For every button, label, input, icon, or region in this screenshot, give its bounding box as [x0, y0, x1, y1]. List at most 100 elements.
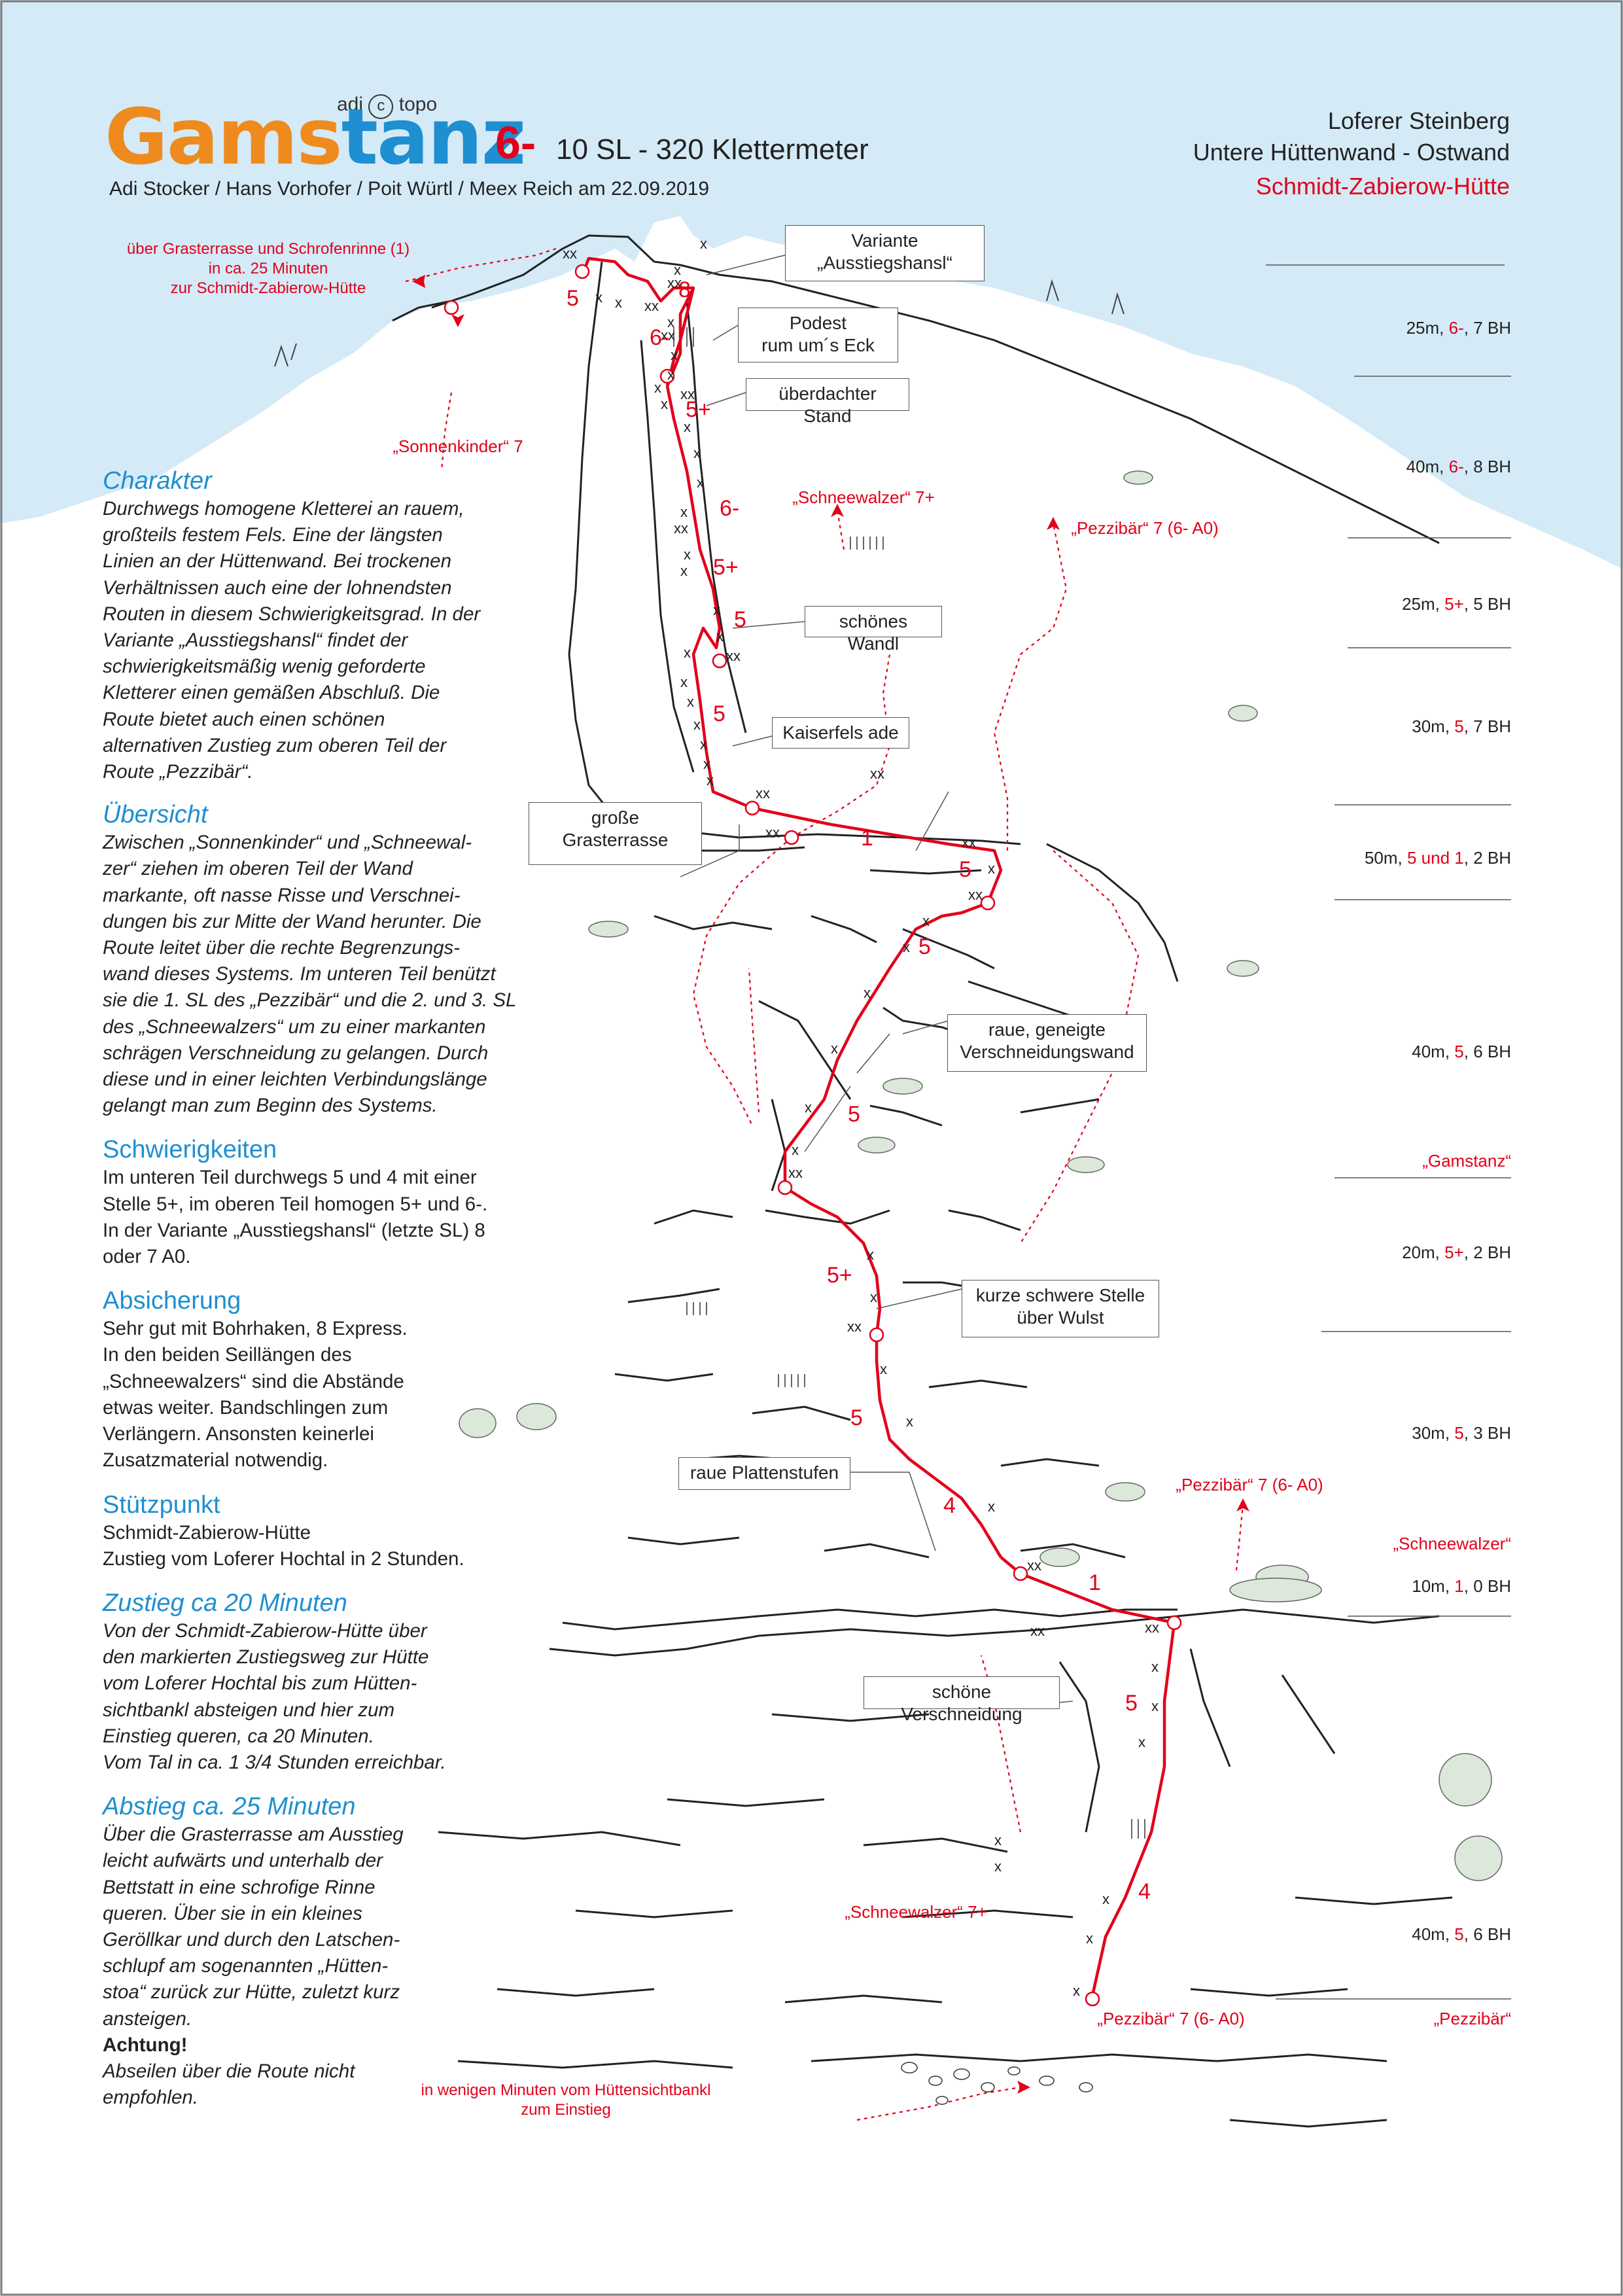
pitch-bolts: , 5 BH [1463, 594, 1511, 614]
pitch-length: 40m, [1406, 457, 1449, 476]
svg-text:x: x [661, 396, 668, 412]
first-ascent: Adi Stocker / Hans Vorhofer / Poit Würtl… [109, 178, 710, 200]
pitch-summary: 10 SL - 320 Klettermeter [556, 133, 869, 166]
area-name: Loferer Steinberg [1327, 107, 1510, 134]
svg-text:x: x [684, 419, 691, 435]
svg-text:x: x [680, 504, 688, 520]
callout-variante: Variante„Ausstiegshansl“ [785, 225, 985, 281]
svg-text:xx: xx [788, 1165, 803, 1181]
callout-verschneidung: schöne Verschneidung [864, 1676, 1060, 1724]
svg-text:x: x [707, 772, 714, 788]
section-line: schrägen Verschneidung zu gelangen. Durc… [103, 1042, 489, 1064]
pitch-bolts: , 6 BH [1463, 1924, 1511, 1944]
rock-outline [392, 234, 1453, 2128]
section-line: gelangt man zum Beginn des Systems. [103, 1095, 438, 1117]
callout-kaiserfels: Kaiserfels ade [772, 717, 909, 749]
svg-text:xx: xx [674, 520, 688, 537]
pitch-length: 50m, [1364, 848, 1407, 868]
route-grade-label: 5 [734, 607, 746, 632]
route-line [580, 256, 1176, 1996]
section-line: ansteigen. [103, 2007, 192, 2030]
label-schneewalzer-upper: „Schneewalzer“ 7+ [792, 487, 935, 507]
route-grade-label: 5+ [713, 555, 739, 580]
section-line: Von der Schmidt-Zabierow-Hütte über [103, 1619, 427, 1642]
svg-text:x: x [693, 445, 701, 461]
route-grade-label: 6- [650, 325, 670, 350]
svg-text:xx: xx [667, 275, 682, 291]
pitch-grade: 5+ [1444, 1243, 1464, 1262]
svg-text:x: x [870, 1289, 877, 1305]
pitch-info: 30m, 5, 7 BH [1302, 716, 1511, 737]
pitch-length: 30m, [1412, 716, 1455, 736]
svg-text:x: x [697, 474, 704, 491]
warning-line: empfohlen. [103, 2086, 198, 2108]
section-line: Über die Grasterrasse am Ausstieg [103, 1824, 404, 1846]
section-line: den markierten Zustiegsweg zur Hütte [103, 1646, 429, 1669]
svg-text:x: x [684, 645, 691, 661]
vegetation-patches [459, 470, 1503, 1881]
section-line: Routen in diesem Schwierigkeitsgrad. In … [103, 603, 481, 625]
svg-text:x: x [595, 289, 602, 306]
section-line: Geröllkar und durch den Latschen- [103, 1928, 400, 1951]
section-line: Einstieg queren, ca 20 Minuten. [103, 1725, 374, 1747]
section-line: des „Schneewalzers“ um zu einer markante… [103, 1016, 486, 1038]
section-line: In den beiden Seillängen des [103, 1344, 352, 1366]
pitch-info: 10m, 1, 0 BH [1302, 1576, 1511, 1597]
svg-text:x: x [1151, 1659, 1159, 1675]
svg-text:x: x [988, 860, 995, 877]
route-grade-label: 5 [959, 857, 971, 882]
hut-name: Schmidt-Zabierow-Hütte [1255, 173, 1510, 200]
callout-plattenstufen: raue Plattenstufen [678, 1457, 850, 1490]
pitch-grade: 5 [1454, 716, 1464, 736]
pitch-grade: 1 [1454, 1576, 1464, 1596]
route-belays [444, 264, 1182, 2007]
svg-text:x: x [667, 366, 674, 383]
route-grade-label: 5+ [827, 1263, 852, 1288]
pitch-grade: 5 [1454, 1423, 1464, 1443]
section-line: schwierigkeitsmäßig wenig geforderte [103, 656, 426, 678]
pitch-grade: 6- [1448, 318, 1464, 338]
logo-part1: Gams [105, 92, 343, 182]
section-title: Schwierigkeiten [103, 1136, 277, 1164]
pitch-grade: 5 [1454, 1924, 1464, 1944]
section-title: Abstieg ca. 25 Minuten [103, 1793, 356, 1821]
pitch-length: 10m, [1412, 1576, 1455, 1596]
svg-text:x: x [1086, 1930, 1093, 1947]
svg-text:x: x [680, 674, 688, 690]
svg-text:x: x [864, 985, 871, 1001]
section-line: leicht aufwärts und unterhalb der [103, 1850, 383, 1872]
svg-text:x: x [1138, 1734, 1145, 1750]
section-title: Übersicht [103, 801, 208, 829]
section-line: Stelle 5+, im oberen Teil homogen 5+ und… [103, 1193, 488, 1215]
section-line: Schmidt-Zabierow-Hütte [103, 1521, 311, 1544]
svg-text:xx: xx [680, 386, 695, 402]
section-line: wand dieses Systems. Im unteren Teil ben… [103, 963, 496, 985]
pitch-bolts: , 6 BH [1463, 1042, 1511, 1061]
svg-text:xx: xx [870, 766, 884, 782]
sky [0, 0, 1623, 569]
pitch-info: 25m, 6-, 7 BH [1302, 318, 1511, 338]
section-line: Im unteren Teil durchwegs 5 und 4 mit ei… [103, 1167, 477, 1189]
pitch-bolts: , 7 BH [1463, 716, 1511, 736]
section-line: schlupf am sogenannten „Hütten- [103, 1955, 389, 1977]
descent-note: über Grasterrasse und Schrofenrinne (1)i… [126, 240, 410, 297]
section-line: Sehr gut mit Bohrhaken, 8 Express. [103, 1318, 408, 1340]
side-label-gamstanz: „Gamstanz“ [1422, 1151, 1511, 1171]
route-grade-label: 5 [850, 1405, 863, 1430]
svg-text:xx: xx [563, 245, 577, 262]
section-line: Route leitet über die rechte Begrenzungs… [103, 937, 461, 959]
section-line: sie die 1. SL des „Pezzibär“ und die 2. … [103, 989, 517, 1012]
section-line: Verlängern. Ansonsten keinerlei [103, 1423, 374, 1445]
svg-text:xx: xx [962, 834, 976, 851]
scree-stones [901, 2062, 1093, 2105]
svg-text:xx: xx [726, 648, 741, 664]
svg-text:x: x [667, 314, 674, 330]
side-label-pezzibaer: „Pezzibär“ [1433, 2009, 1511, 2028]
svg-text:xx: xx [765, 824, 780, 841]
label-pezzibaer-upper: „Pezzibär“ 7 (6- A0) [1071, 518, 1219, 538]
